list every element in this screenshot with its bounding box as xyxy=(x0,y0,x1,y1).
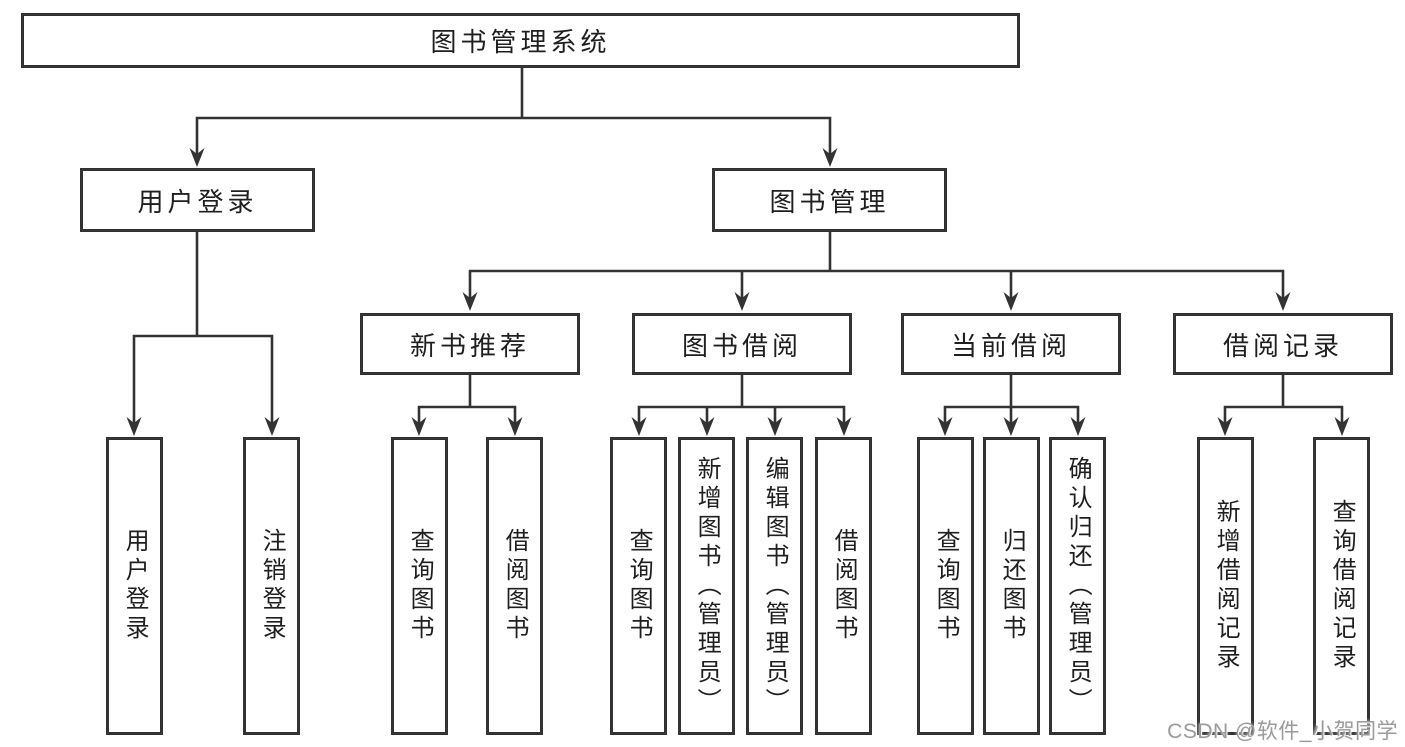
node-label: 查询图书 xyxy=(932,528,960,644)
node-leaf-borrow-books-bb: 借阅图书 xyxy=(815,437,872,735)
node-label: 查询图书 xyxy=(406,528,434,644)
node-leaf-logout: 注销登录 xyxy=(243,437,300,735)
node-label: 当前借阅 xyxy=(950,330,1071,361)
node-label: 图书管理系统 xyxy=(430,27,611,57)
node-user-login: 用户登录 xyxy=(80,168,315,232)
csdn-watermark: CSDN @软件_小贺同学 xyxy=(1167,720,1398,743)
node-label: 注销登录 xyxy=(258,528,286,644)
node-label: 图书管理 xyxy=(769,186,890,217)
node-leaf-borrow-books-nbr: 借阅图书 xyxy=(486,437,543,735)
node-leaf-add-borrow-record: 新增借阅记录 xyxy=(1197,437,1254,735)
node-label: 借阅记录 xyxy=(1222,330,1343,361)
node-new-book-recommendation: 新书推荐 xyxy=(360,313,580,375)
node-label: 用户登录 xyxy=(137,186,258,217)
node-label: 图书借阅 xyxy=(681,330,802,361)
node-current-borrowing: 当前借阅 xyxy=(901,313,1121,375)
node-label: 新书推荐 xyxy=(409,330,530,361)
node-label: 借阅图书 xyxy=(501,528,529,644)
node-leaf-edit-books-admin: 编辑图书（管理员） xyxy=(746,437,803,735)
node-book-borrowing: 图书借阅 xyxy=(632,313,852,375)
node-leaf-query-books-cb: 查询图书 xyxy=(917,437,974,735)
node-label: 确认归还（管理员） xyxy=(1064,455,1092,717)
node-label: 新增借阅记录 xyxy=(1212,499,1240,673)
node-borrowing-records: 借阅记录 xyxy=(1173,313,1393,375)
node-label: 用户登录 xyxy=(121,528,149,644)
node-leaf-add-books-admin: 新增图书（管理员） xyxy=(678,437,735,735)
node-book-management: 图书管理 xyxy=(712,168,947,232)
node-library-management-system: 图书管理系统 xyxy=(21,13,1020,68)
node-leaf-user-login: 用户登录 xyxy=(106,437,163,735)
node-label: 借阅图书 xyxy=(830,528,858,644)
node-label: 查询图书 xyxy=(625,528,653,644)
node-leaf-query-books-bb: 查询图书 xyxy=(610,437,667,735)
node-leaf-query-borrow-record: 查询借阅记录 xyxy=(1313,437,1370,735)
node-leaf-return-books: 归还图书 xyxy=(983,437,1040,735)
node-leaf-query-books-nbr: 查询图书 xyxy=(391,437,448,735)
node-label: 查询借阅记录 xyxy=(1328,499,1356,673)
node-label: 编辑图书（管理员） xyxy=(761,455,789,717)
node-label: 新增图书（管理员） xyxy=(693,455,721,717)
node-label: 归还图书 xyxy=(998,528,1026,644)
node-leaf-confirm-return-admin: 确认归还（管理员） xyxy=(1049,437,1106,735)
